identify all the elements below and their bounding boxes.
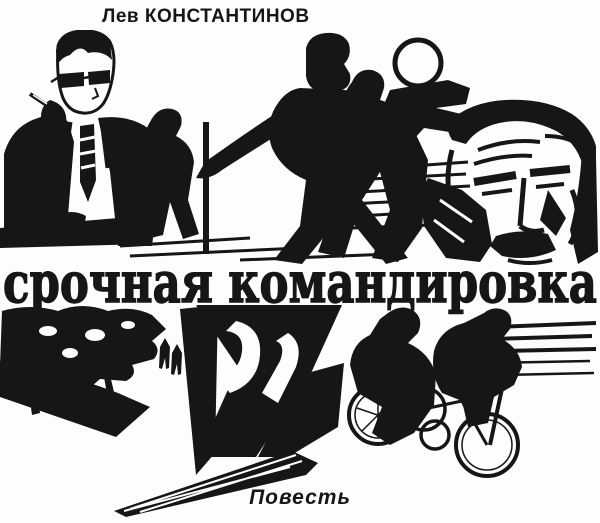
book-title-text: срочная командировка: [3, 257, 597, 315]
upper-illustration: [0, 30, 598, 265]
shadow-shapes-icon: [196, 305, 344, 457]
pole: [203, 122, 209, 254]
thinking-man-icon: [0, 30, 162, 248]
author-name: Лев КОНСТАНТИНОВ: [102, 6, 310, 27]
wall-band-icon: [180, 305, 218, 475]
pencil-wedge-icon: [114, 451, 318, 517]
ground-lines: [119, 236, 391, 262]
pedestrian-icon: [159, 338, 170, 369]
photographer-camera-icon: [372, 80, 470, 166]
upper-speed-lines: [349, 160, 471, 230]
book-title: срочная командировка: [2, 257, 597, 315]
ball-icon: [392, 37, 444, 89]
pedestrian-icon: [171, 344, 182, 375]
genre-label: Повесть: [249, 486, 351, 509]
small-runner-icon: [144, 108, 199, 240]
man-with-bicycle-icon: [347, 307, 451, 451]
lower-illustration: [0, 305, 597, 517]
lower-speed-lines: [487, 321, 597, 377]
street-trees-icon: [0, 306, 182, 437]
elderly-face-icon: [420, 99, 598, 265]
